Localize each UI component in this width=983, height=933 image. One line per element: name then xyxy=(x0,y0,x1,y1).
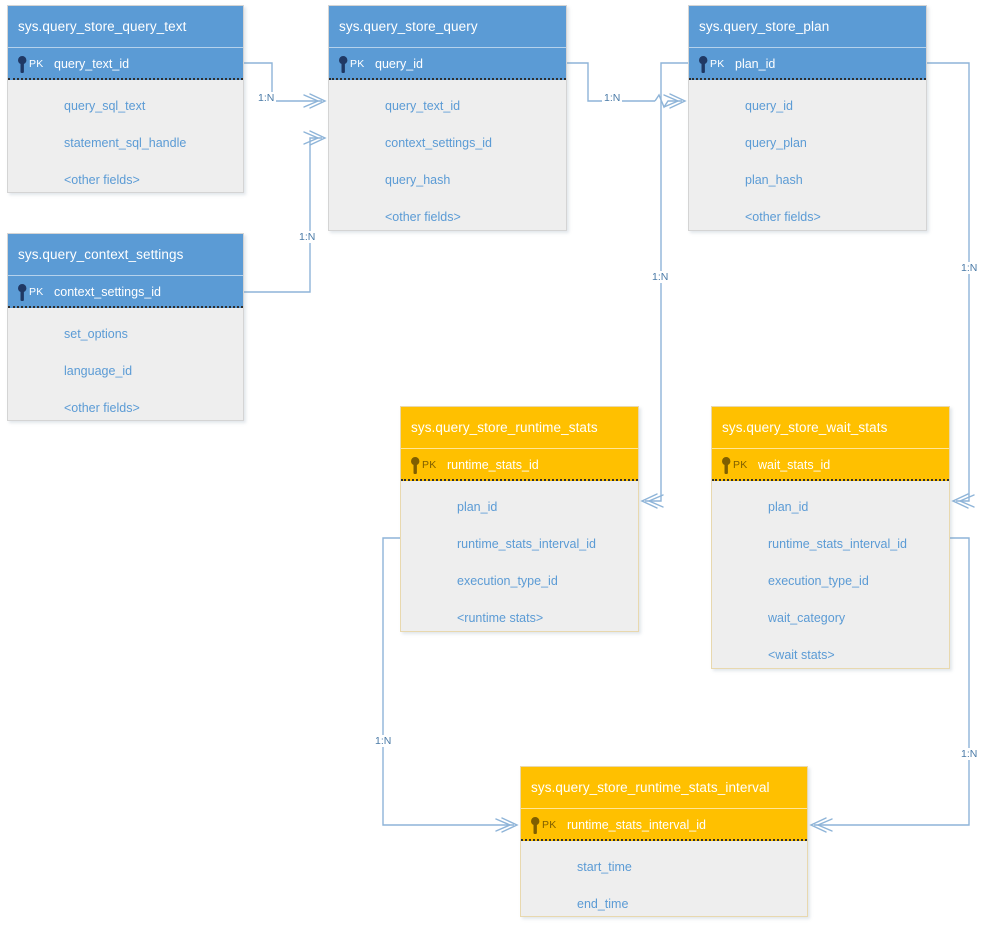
entity-title: sys.query_store_wait_stats xyxy=(712,407,949,448)
edge-context-to-query xyxy=(244,130,327,293)
pk-badge: PK xyxy=(530,809,556,842)
entity-pk-row[interactable]: PK plan_id xyxy=(689,47,926,80)
cardinality-label-interval-to-runtime-stats: 1:N xyxy=(373,735,394,747)
entity-pk-row[interactable]: PK query_id xyxy=(329,47,566,80)
pk-field-name: context_settings_id xyxy=(54,285,162,299)
edge-plan-to-runtime-stats xyxy=(640,62,688,509)
cardinality-label-text-to-query: 1:N xyxy=(256,92,277,104)
key-icon xyxy=(18,56,27,73)
entity-pk-row[interactable]: PK runtime_stats_id xyxy=(401,448,638,481)
entity-query-store-wait-stats[interactable]: sys.query_store_wait_stats PK wait_stats… xyxy=(711,406,950,669)
entity-field: execution_type_id xyxy=(457,574,558,588)
entity-field: statement_sql_handle xyxy=(64,136,187,150)
pk-badge: PK xyxy=(17,48,43,81)
entity-title: sys.query_store_query_text xyxy=(8,6,243,47)
edge-query-to-plan xyxy=(567,62,687,109)
entity-field: <other fields> xyxy=(385,210,461,224)
entity-field: end_time xyxy=(577,897,629,911)
cardinality-label-context-to-query: 1:N xyxy=(297,231,318,243)
entity-field: set_options xyxy=(64,327,128,341)
entity-field: language_id xyxy=(64,364,133,378)
cardinality-label-plan-to-runtime-stats: 1:N xyxy=(650,271,671,283)
entity-field: <other fields> xyxy=(64,173,140,187)
pk-badge: PK xyxy=(338,48,364,81)
entity-pk-row[interactable]: PK runtime_stats_interval_id xyxy=(521,808,807,841)
pk-label: PK xyxy=(733,459,748,471)
entity-field: query_text_id xyxy=(385,99,461,113)
pk-badge: PK xyxy=(410,449,436,482)
pk-label: PK xyxy=(29,286,44,298)
key-icon xyxy=(339,56,348,73)
entity-field-list: query_text_id context_settings_id query_… xyxy=(329,80,566,246)
entity-field: <runtime stats> xyxy=(457,611,544,625)
entity-query-store-runtime-stats-interval[interactable]: sys.query_store_runtime_stats_interval P… xyxy=(520,766,808,917)
key-icon xyxy=(18,284,27,301)
entity-title: sys.query_store_runtime_stats xyxy=(401,407,638,448)
entity-field-list: start_time end_time xyxy=(521,841,807,933)
pk-field-name: runtime_stats_id xyxy=(447,458,539,472)
pk-label: PK xyxy=(29,58,44,70)
key-icon xyxy=(699,56,708,73)
entity-field: <other fields> xyxy=(64,401,140,415)
entity-field: context_settings_id xyxy=(385,136,493,150)
key-icon xyxy=(722,457,731,474)
entity-query-store-query[interactable]: sys.query_store_query PK query_id query_… xyxy=(328,5,567,231)
pk-field-name: plan_id xyxy=(735,57,776,71)
entity-field-list: set_options language_id <other fields> xyxy=(8,308,243,437)
entity-field: <wait stats> xyxy=(768,648,835,662)
pk-field-name: query_id xyxy=(375,57,423,71)
entity-field: start_time xyxy=(577,860,632,874)
pk-label: PK xyxy=(542,819,557,831)
entity-pk-row[interactable]: PK query_text_id xyxy=(8,47,243,80)
entity-field-list: plan_id runtime_stats_interval_id execut… xyxy=(401,481,638,647)
entity-field: <other fields> xyxy=(745,210,821,224)
entity-field: plan_hash xyxy=(745,173,803,187)
entity-field-list: plan_id runtime_stats_interval_id execut… xyxy=(712,481,949,684)
entity-field: query_plan xyxy=(745,136,807,150)
cardinality-label-plan-to-wait-stats: 1:N xyxy=(959,262,980,274)
entity-field: execution_type_id xyxy=(768,574,869,588)
entity-field-list: query_id query_plan plan_hash <other fie… xyxy=(689,80,926,246)
entity-title: sys.query_store_runtime_stats_interval xyxy=(521,767,807,808)
entity-field: query_sql_text xyxy=(64,99,146,113)
entity-title: sys.query_store_plan xyxy=(689,6,926,47)
entity-pk-row[interactable]: PK wait_stats_id xyxy=(712,448,949,481)
entity-field: runtime_stats_interval_id xyxy=(457,537,596,551)
pk-badge: PK xyxy=(721,449,747,482)
pk-field-name: wait_stats_id xyxy=(758,458,831,472)
entity-field-list: query_sql_text statement_sql_handle <oth… xyxy=(8,80,243,209)
entity-title: sys.query_context_settings xyxy=(8,234,243,275)
pk-label: PK xyxy=(350,58,365,70)
entity-query-store-runtime-stats[interactable]: sys.query_store_runtime_stats PK runtime… xyxy=(400,406,639,632)
pk-label: PK xyxy=(422,459,437,471)
pk-badge: PK xyxy=(698,48,724,81)
entity-field: runtime_stats_interval_id xyxy=(768,537,907,551)
pk-field-name: query_text_id xyxy=(54,57,130,71)
entity-field: wait_category xyxy=(768,611,846,625)
entity-field: plan_id xyxy=(457,500,498,514)
pk-field-name: runtime_stats_interval_id xyxy=(567,818,706,832)
entity-query-store-plan[interactable]: sys.query_store_plan PK plan_id query_id… xyxy=(688,5,927,231)
key-icon xyxy=(531,817,540,834)
cardinality-label-query-to-plan: 1:N xyxy=(602,92,623,104)
pk-badge: PK xyxy=(17,276,43,309)
entity-query-store-query-text[interactable]: sys.query_store_query_text PK query_text… xyxy=(7,5,244,193)
entity-field: query_hash xyxy=(385,173,451,187)
entity-field: plan_id xyxy=(768,500,809,514)
key-icon xyxy=(411,457,420,474)
entity-query-context-settings[interactable]: sys.query_context_settings PK context_se… xyxy=(7,233,244,421)
entity-title: sys.query_store_query xyxy=(329,6,566,47)
cardinality-label-interval-to-wait-stats: 1:N xyxy=(959,748,980,760)
entity-field: query_id xyxy=(745,99,793,113)
entity-pk-row[interactable]: PK context_settings_id xyxy=(8,275,243,308)
pk-label: PK xyxy=(710,58,725,70)
